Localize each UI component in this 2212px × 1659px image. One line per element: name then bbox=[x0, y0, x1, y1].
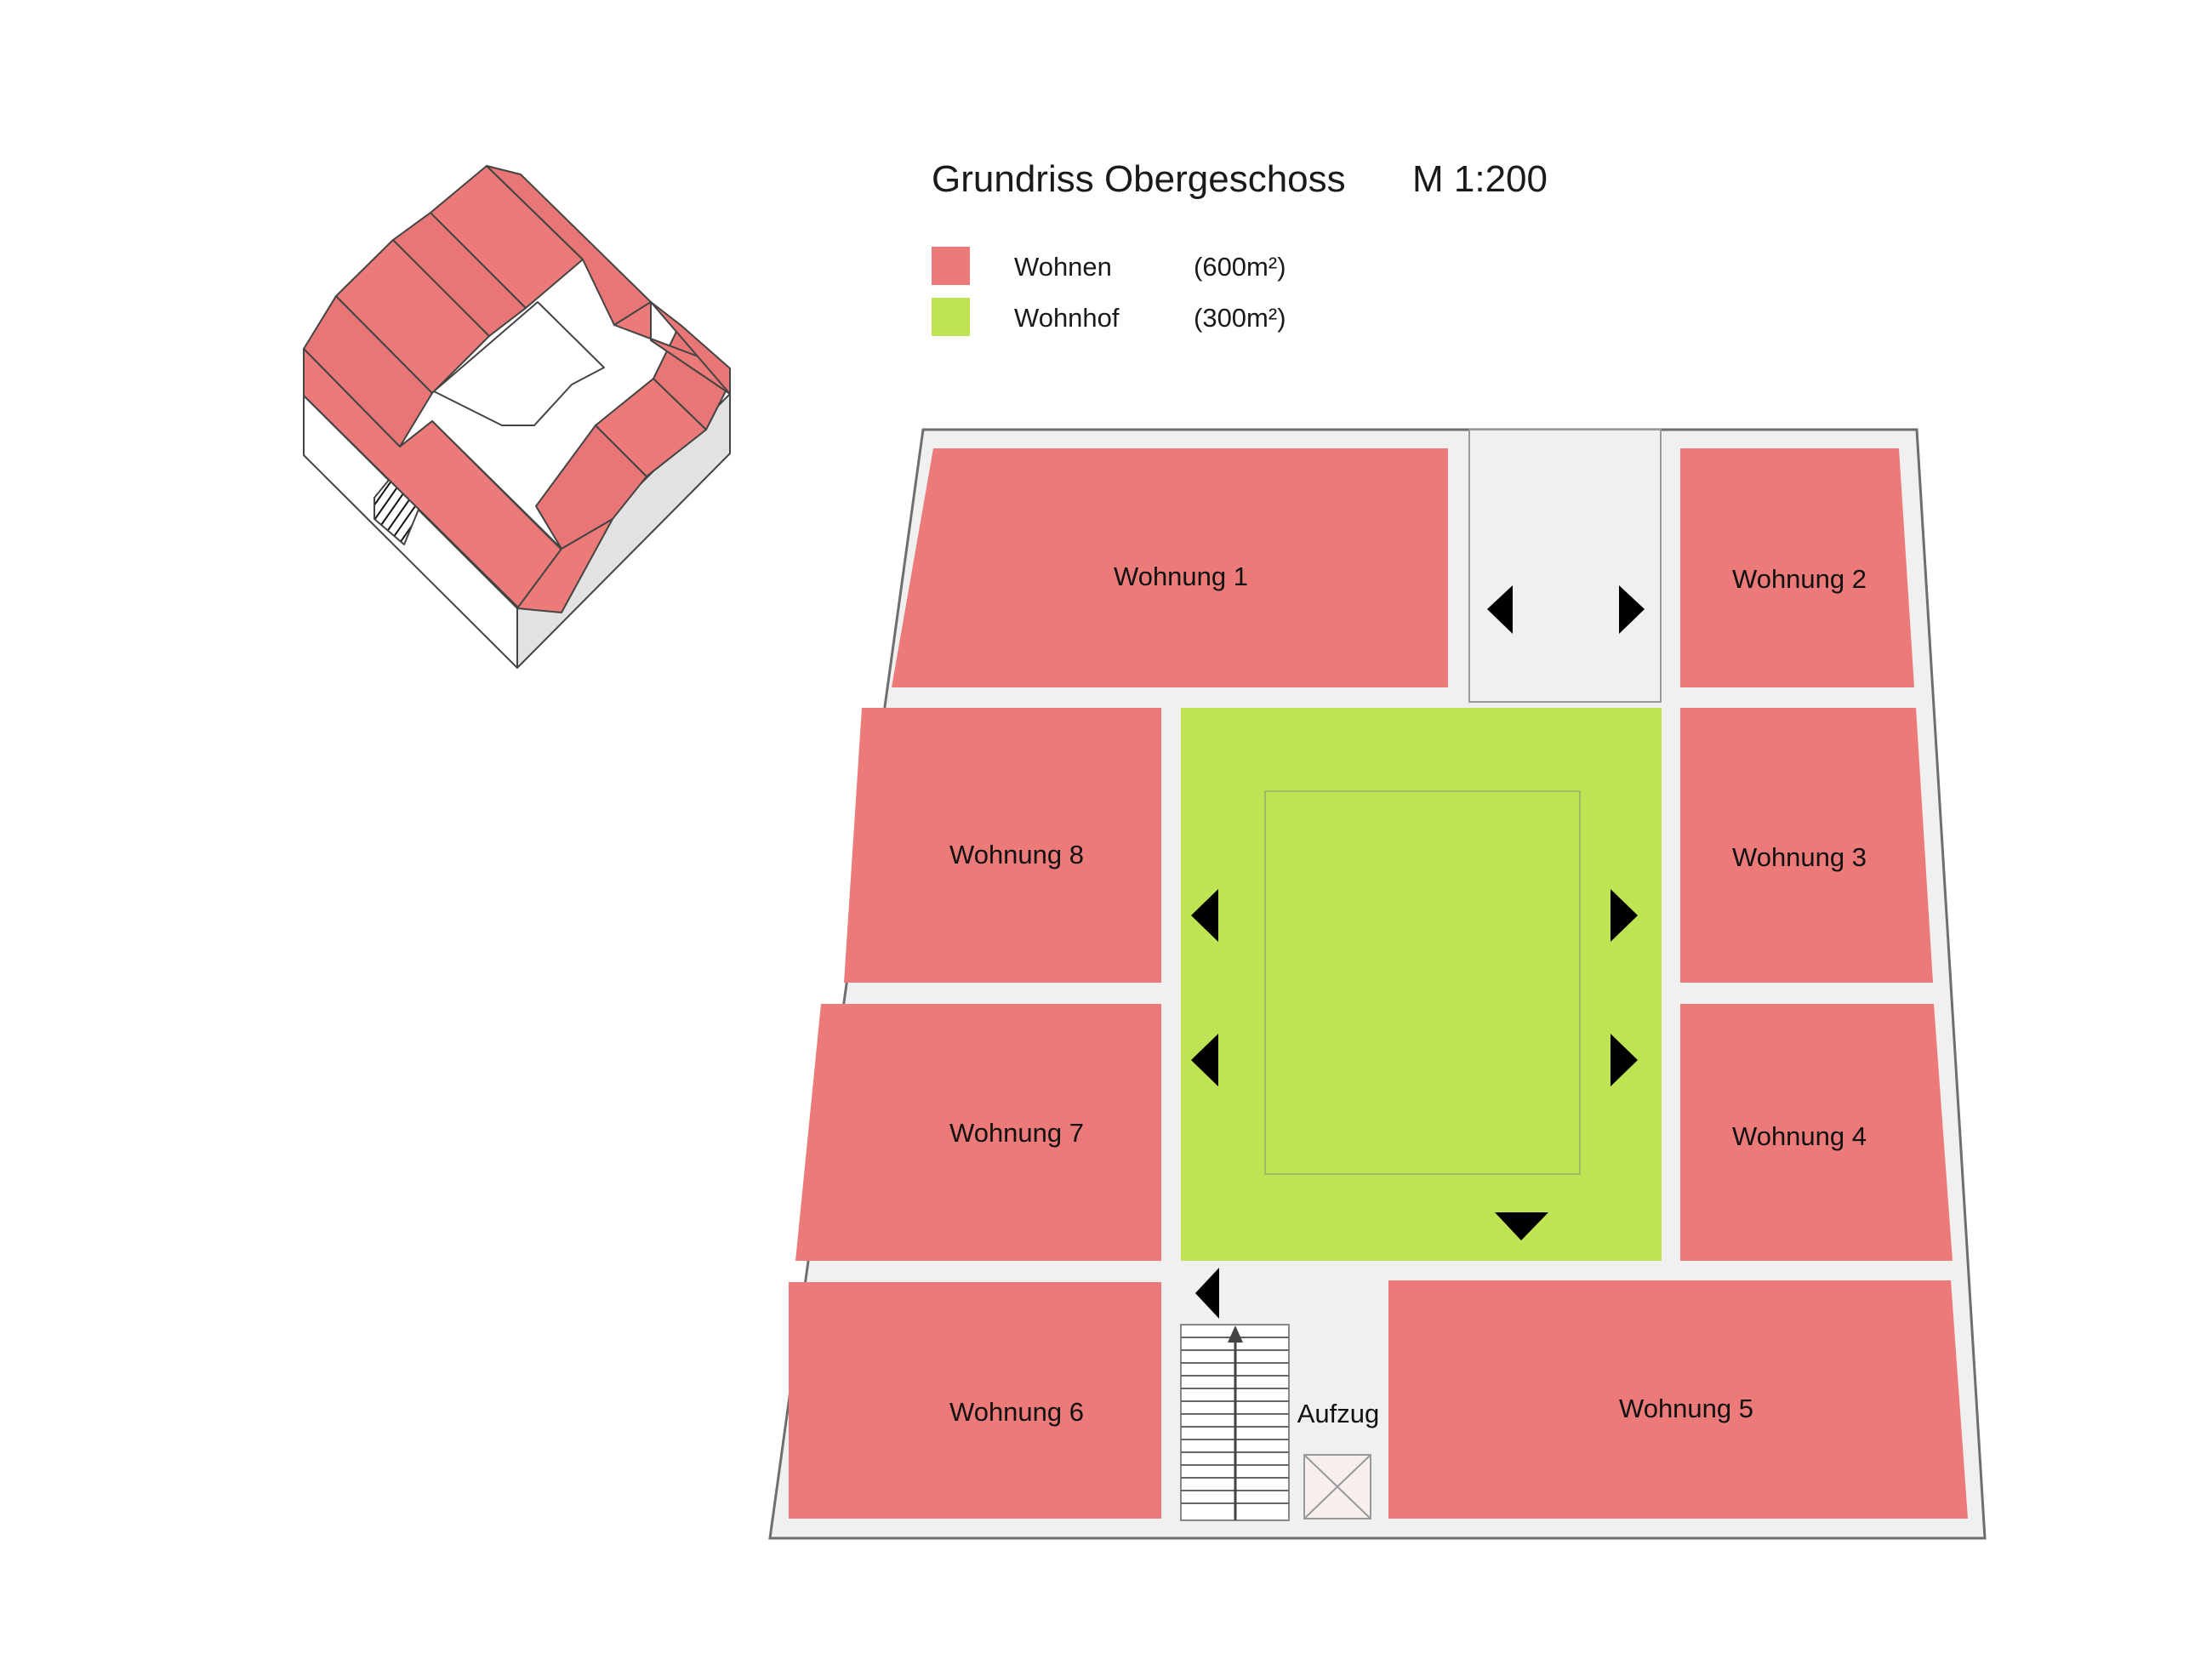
legend: Wohnen (600m²) Wohnhof (300m²) bbox=[932, 247, 1286, 336]
unit-wohnung-6[interactable] bbox=[789, 1282, 1161, 1519]
unit-label-7: Wohnung 7 bbox=[949, 1118, 1084, 1148]
stair-icon bbox=[1180, 1324, 1290, 1521]
legend-label-wohnhof: Wohnhof bbox=[1014, 303, 1120, 333]
isometric-building-icon bbox=[303, 165, 731, 669]
unit-label-5: Wohnung 5 bbox=[1619, 1394, 1753, 1423]
units bbox=[789, 448, 1968, 1519]
plan-title: Grundriss Obergeschoss bbox=[932, 158, 1346, 200]
unit-label-2: Wohnung 2 bbox=[1732, 564, 1867, 594]
unit-wohnung-7[interactable] bbox=[795, 1004, 1161, 1261]
access-corridor bbox=[1468, 429, 1662, 703]
access-arrow-icon bbox=[1611, 889, 1638, 942]
unit-label-8: Wohnung 8 bbox=[949, 840, 1084, 869]
access-arrow-icon bbox=[1195, 1268, 1219, 1319]
elevator-icon[interactable] bbox=[1303, 1454, 1371, 1519]
access-arrow-icon bbox=[1487, 585, 1513, 634]
access-arrow-icon bbox=[1191, 1034, 1218, 1086]
access-arrow-icon bbox=[1191, 889, 1218, 942]
access-arrow-icon bbox=[1495, 1212, 1548, 1240]
access-arrows bbox=[1191, 585, 1645, 1319]
legend-swatch-wohnhof bbox=[932, 298, 970, 336]
unit-wohnung-4[interactable] bbox=[1680, 1004, 1953, 1261]
unit-wohnung-3[interactable] bbox=[1680, 708, 1933, 983]
unit-wohnung-1[interactable] bbox=[892, 448, 1448, 687]
unit-wohnung-8[interactable] bbox=[844, 708, 1161, 983]
unit-label-4: Wohnung 4 bbox=[1732, 1121, 1867, 1151]
legend-swatch-wohnen bbox=[932, 247, 970, 285]
plan-scale: M 1:200 bbox=[1412, 158, 1548, 200]
legend-label-wohnen: Wohnen bbox=[1014, 252, 1112, 282]
courtyard-inner-square bbox=[1264, 790, 1581, 1175]
unit-wohnung-5[interactable] bbox=[1388, 1280, 1968, 1519]
courtyard-wohnhof bbox=[1181, 708, 1662, 1261]
access-arrow-icon bbox=[1619, 585, 1645, 634]
elevator-label: Aufzug bbox=[1297, 1399, 1380, 1428]
unit-label-6: Wohnung 6 bbox=[949, 1397, 1084, 1427]
legend-area-wohnen: (600m²) bbox=[1194, 252, 1286, 282]
unit-label-1: Wohnung 1 bbox=[1114, 562, 1248, 591]
unit-label-3: Wohnung 3 bbox=[1732, 842, 1867, 872]
unit-wohnung-2[interactable] bbox=[1680, 448, 1914, 687]
access-arrow-icon bbox=[1611, 1034, 1638, 1086]
legend-area-wohnhof: (300m²) bbox=[1194, 303, 1286, 333]
